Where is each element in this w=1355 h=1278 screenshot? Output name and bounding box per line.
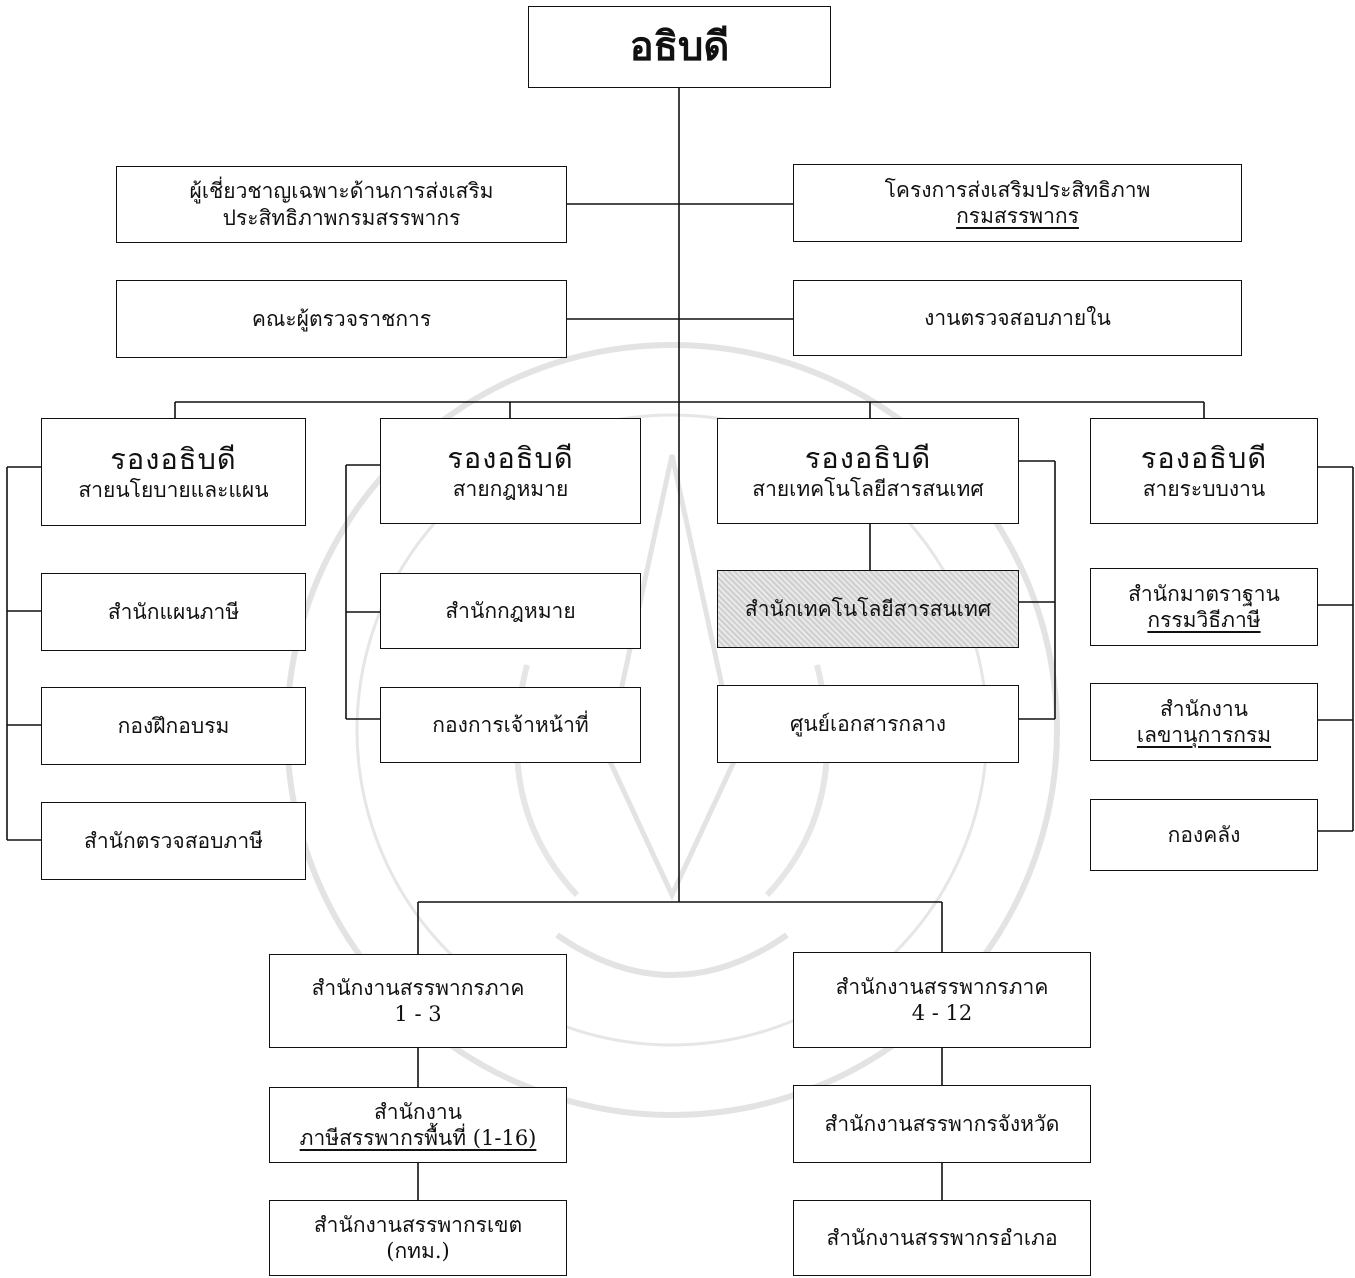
deputy-title: รองอธิบดี	[804, 440, 932, 475]
district-office-line2: (กทม.)	[386, 1239, 450, 1263]
regional-office-line1: สำนักงานสรรพากรภาค	[311, 975, 525, 1000]
unit-line2: กรรมวิธีภาษี	[1147, 608, 1261, 632]
deputy-title: รองอธิบดี	[447, 440, 574, 475]
area-office-line2: ภาษีสรรพากรพื้นที่ (1-16)	[299, 1126, 537, 1150]
district-office-line1: สำนักงานสรรพากรเขต	[313, 1212, 523, 1237]
deputy-line: สายกฎหมาย	[452, 477, 569, 501]
amphoe-revenue-office-box: สำนักงานสรรพากรอำเภอ	[793, 1200, 1091, 1276]
deputy-line: สายนโยบายและแผน	[78, 478, 269, 502]
regional-office-line1: สำนักงานสรรพากรภาค	[835, 974, 1049, 999]
unit-label: กองการเจ้าหน้าที่	[432, 712, 589, 737]
unit-line1: สำนักมาตราฐาน	[1128, 581, 1280, 606]
expert-line1: ผู้เชี่ยวชาญเฉพาะด้านการส่งเสริม	[189, 179, 494, 204]
deputy-systems-box: รองอธิบดี สายระบบงาน	[1090, 418, 1318, 524]
deputy-title: รองอธิบดี	[110, 441, 237, 476]
tax-planning-bureau-box: สำนักแผนภาษี	[41, 573, 306, 651]
area-office-line1: สำนักงาน	[373, 1099, 463, 1124]
district-revenue-office-box: สำนักงานสรรพากรเขต (กทม.)	[269, 1200, 567, 1276]
unit-label: กองฝึกอบรม	[117, 713, 230, 738]
deputy-title: รองอธิบดี	[1140, 440, 1268, 475]
regional-office-line2: 4 - 12	[911, 1001, 973, 1025]
unit-label: สำนักตรวจสอบภาษี	[84, 828, 263, 853]
unit-label: สำนักเทคโนโลยีสารสนเทศ	[744, 596, 992, 621]
legal-bureau-box: สำนักกฎหมาย	[380, 573, 641, 649]
deputy-line: สายระบบงาน	[1142, 477, 1266, 501]
deputy-line: สายเทคโนโลยีสารสนเทศ	[752, 477, 984, 501]
personnel-division-box: กองการเจ้าหน้าที่	[380, 687, 641, 763]
standards-bureau-box: สำนักมาตราฐาน กรรมวิธีภาษี	[1090, 568, 1318, 646]
regional-office-4-12-box: สำนักงานสรรพากรภาค 4 - 12	[793, 952, 1091, 1048]
it-bureau-box: สำนักเทคโนโลยีสารสนเทศ	[717, 570, 1019, 648]
amphoe-office-label: สำนักงานสรรพากรอำเภอ	[826, 1225, 1058, 1250]
tax-audit-bureau-box: สำนักตรวจสอบภาษี	[41, 802, 306, 880]
director-box: อธิบดี	[528, 6, 831, 88]
area-revenue-office-box: สำนักงาน ภาษีสรรพากรพื้นที่ (1-16)	[269, 1087, 567, 1163]
unit-line1: กองคลัง	[1167, 822, 1241, 847]
director-title: อธิบดี	[629, 23, 730, 70]
inspectors-label: คณะผู้ตรวจราชการ	[251, 306, 432, 331]
inspectors-box: คณะผู้ตรวจราชการ	[116, 280, 567, 358]
internal-audit-label: งานตรวจสอบภายใน	[924, 305, 1111, 330]
expert-line2: ประสิทธิภาพกรมสรรพากร	[222, 205, 461, 230]
training-division-box: กองฝึกอบรม	[41, 687, 306, 765]
project-line2: กรมสรรพากร	[956, 204, 1079, 228]
unit-label: สำนักแผนภาษี	[107, 599, 240, 624]
project-line1: โครงการส่งเสริมประสิทธิภาพ	[884, 177, 1151, 202]
deputy-it-box: รองอธิบดี สายเทคโนโลยีสารสนเทศ	[717, 418, 1019, 524]
unit-line2: เลขานุการกรม	[1136, 723, 1272, 747]
internal-audit-box: งานตรวจสอบภายใน	[793, 280, 1242, 356]
central-document-center-box: ศูนย์เอกสารกลาง	[717, 685, 1019, 763]
secretariat-office-box: สำนักงาน เลขานุการกรม	[1090, 683, 1318, 761]
regional-office-1-3-box: สำนักงานสรรพากรภาค 1 - 3	[269, 954, 567, 1048]
unit-label: สำนักกฎหมาย	[445, 598, 576, 623]
regional-office-line2: 1 - 3	[394, 1002, 442, 1026]
province-office-label: สำนักงานสรรพากรจังหวัด	[824, 1111, 1060, 1136]
deputy-legal-box: รองอธิบดี สายกฎหมาย	[380, 418, 641, 524]
expert-box: ผู้เชี่ยวชาญเฉพาะด้านการส่งเสริม ประสิทธ…	[116, 166, 567, 243]
provincial-revenue-office-box: สำนักงานสรรพากรจังหวัด	[793, 1085, 1091, 1163]
unit-label: ศูนย์เอกสารกลาง	[789, 711, 946, 736]
efficiency-project-box: โครงการส่งเสริมประสิทธิภาพ กรมสรรพากร	[793, 164, 1242, 242]
unit-line1: สำนักงาน	[1159, 696, 1249, 721]
deputy-policy-box: รองอธิบดี สายนโยบายและแผน	[41, 418, 306, 526]
finance-division-box: กองคลัง	[1090, 799, 1318, 871]
